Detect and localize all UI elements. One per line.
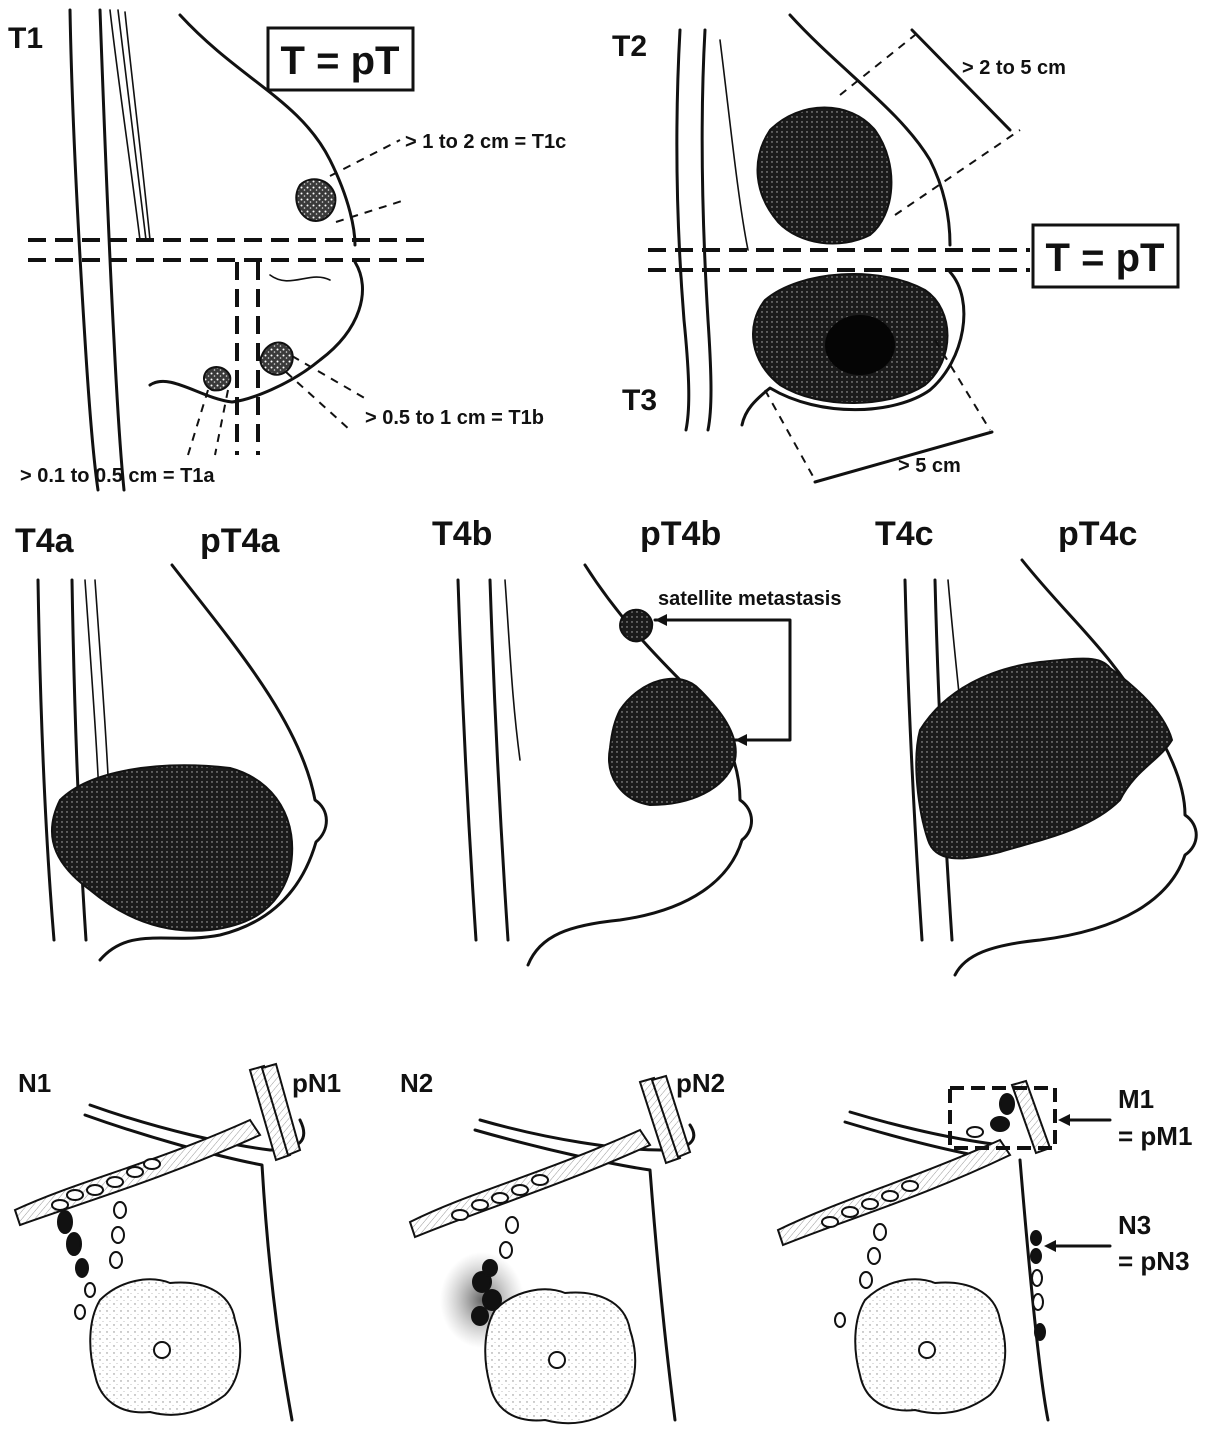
- t4c-panel: T4c pT4c: [875, 515, 1196, 975]
- t1c-tumor: [296, 179, 335, 221]
- t1-panel: T = pT T1 > 1 to 2 cm = T1c > 0.5 to 1 c…: [8, 10, 566, 490]
- t4a-panel: T4a pT4a: [15, 522, 326, 960]
- n2-path-label: pN2: [676, 1068, 725, 1098]
- t4b-panel: T4b pT4b satellite metastasis: [432, 515, 841, 965]
- t2-label: T2: [612, 30, 647, 63]
- t3-size-caption: > 5 cm: [898, 455, 961, 477]
- t4c-tumor: [916, 659, 1172, 859]
- pm1-label: = pM1: [1118, 1121, 1192, 1151]
- n2-panel: N2 pN2: [400, 1068, 725, 1423]
- t2-t3-panel: T = pT T2 T3 > 2 to 5 cm > 5 cm: [612, 15, 1178, 482]
- n2-clinical-label: N2: [400, 1068, 433, 1098]
- m1-involved-node: [1000, 1094, 1014, 1114]
- t4c-path-label: pT4c: [1058, 515, 1137, 553]
- t4a-tumor: [52, 765, 292, 930]
- m1-label: M1: [1118, 1084, 1154, 1114]
- t4c-clinical-label: T4c: [875, 515, 934, 553]
- t23-tpt-text: T = pT: [1046, 236, 1165, 280]
- pn3-label: = pN3: [1118, 1246, 1190, 1276]
- satellite-caption: satellite metastasis: [658, 588, 841, 610]
- t1b-tumor: [260, 343, 292, 375]
- t3-label: T3: [622, 384, 657, 417]
- t4a-clinical-label: T4a: [15, 522, 75, 560]
- t4b-satellite-tumor: [620, 610, 652, 642]
- t2-tumor: [758, 108, 892, 244]
- t4b-clinical-label: T4b: [432, 515, 492, 553]
- n1-involved-node: [58, 1211, 72, 1233]
- n1-path-label: pN1: [292, 1068, 341, 1098]
- t1-label: T1: [8, 22, 43, 55]
- t1b-caption: > 0.5 to 1 cm = T1b: [365, 407, 544, 429]
- n3-involved-node: [1031, 1231, 1041, 1245]
- n3-label: N3: [1118, 1210, 1151, 1240]
- t4b-tumor: [609, 679, 736, 805]
- n1-panel: N1 pN1: [15, 1064, 341, 1420]
- t1-tpt-text: T = pT: [281, 39, 400, 83]
- m1-n3-panel: M1 = pM1 N3 = pN3: [778, 1081, 1192, 1420]
- n1-clinical-label: N1: [18, 1068, 51, 1098]
- t1c-caption: > 1 to 2 cm = T1c: [405, 131, 566, 153]
- t2-size-caption: > 2 to 5 cm: [962, 57, 1066, 79]
- t1a-tumor: [204, 367, 230, 390]
- t1a-caption: > 0.1 to 0.5 cm = T1a: [20, 465, 215, 487]
- t4a-path-label: pT4a: [200, 522, 280, 560]
- t4b-path-label: pT4b: [640, 515, 721, 553]
